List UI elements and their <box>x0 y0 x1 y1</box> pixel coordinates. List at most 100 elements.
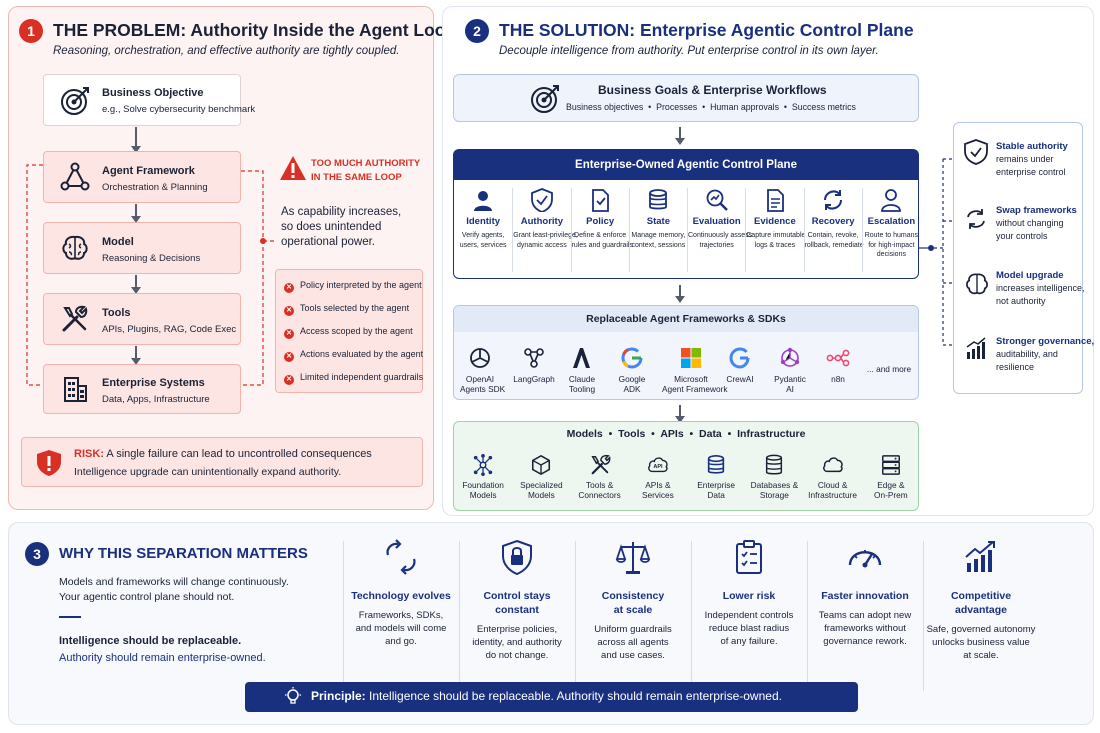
why-column-title-line2: constant <box>495 604 539 616</box>
framework-name-line2: AI <box>786 384 794 394</box>
why-desc-line: identity, and authority <box>472 637 562 648</box>
solution-title-prefix: THE SOLUTION: <box>499 20 636 40</box>
control-cell-desc: context, sessions <box>631 241 686 249</box>
goals-item: Human approvals <box>710 102 780 112</box>
why-desc-line: Uniform guardrails <box>594 624 672 635</box>
list-item: ✕Tools selected by the agent <box>284 303 409 316</box>
lightbulb-icon <box>285 687 301 704</box>
box-subtitle: APIs, Plugins, RAG, Code Exec <box>102 324 237 335</box>
framework-name: LangGraph <box>513 374 555 384</box>
control-cell-desc: users, services <box>459 241 507 249</box>
list-item: ✕Policy interpreted by the agent <box>284 280 422 293</box>
warning-title-line: IN THE SAME LOOP <box>311 172 402 183</box>
shield-alert-icon <box>37 450 61 476</box>
column-separator <box>807 541 808 691</box>
why-column-title: Faster innovation <box>821 590 909 602</box>
infrastructure-name-line2: Models <box>528 490 555 500</box>
cycle-icon <box>386 539 416 575</box>
why-column-title: Competitive <box>950 590 1012 602</box>
goals-item: Business objectives <box>566 102 644 112</box>
solution-subtitle: Decouple intelligence from authority. Pu… <box>499 45 879 57</box>
hub-icon <box>473 454 493 476</box>
brain-icon <box>966 273 988 295</box>
infra-title-part: Infrastructure <box>737 428 806 440</box>
infrastructure-item: Tools &Connectors <box>571 454 629 500</box>
control-cell-desc: Continuously assess <box>688 232 753 239</box>
control-cell-title: Evaluation <box>692 216 741 227</box>
crewai-logo-icon <box>729 347 750 369</box>
risk-sub: Intelligence upgrade can unintentionally… <box>74 466 342 478</box>
why-desc-line: of any failure. <box>720 636 778 647</box>
goals-title: Business Goals & Enterprise Workflows <box>598 83 827 97</box>
x-icon: ✕ <box>284 306 294 316</box>
risk-text: A single failure can lead to uncontrolle… <box>106 448 372 460</box>
flow-arrow <box>675 285 685 303</box>
why-emph-2: Authority should remain enterprise-owned… <box>59 652 266 664</box>
framework-name: n8n <box>831 374 845 384</box>
goals-item: Processes <box>656 102 698 112</box>
warning-text-line: so does unintended <box>281 221 382 233</box>
column-separator <box>343 541 344 691</box>
why-desc-line: across all agents <box>597 637 669 648</box>
solution-panel: 2 THE SOLUTION: Enterprise Agentic Contr… <box>442 6 1094 516</box>
warning-triangle-icon <box>280 156 306 180</box>
magnifier-chart-icon <box>706 189 728 211</box>
control-cell-desc: Verify agents, <box>461 232 505 239</box>
control-cell-desc: for high-impact <box>868 241 915 249</box>
problem-title-prefix: THE PROBLEM: <box>53 20 187 40</box>
warning-text-line: As capability increases, <box>281 206 402 218</box>
why-desc-line: Frameworks, SDKs, <box>358 610 444 621</box>
langgraph-logo-icon <box>524 348 544 368</box>
infrastructure-name-line2: Storage <box>759 490 789 500</box>
swap-icon <box>967 209 985 229</box>
infrastructure-item: Databases &Storage <box>745 454 803 500</box>
target-icon <box>531 85 559 113</box>
building-icon <box>64 377 87 402</box>
benefit-text: resilience <box>996 362 1035 372</box>
speedometer-icon <box>848 550 882 568</box>
infrastructure-name: Foundation <box>462 480 504 490</box>
infrastructure-name: Tools & <box>586 480 614 490</box>
problem-subtitle: Reasoning, orchestration, and effective … <box>53 45 400 57</box>
openai-logo-icon <box>470 348 490 368</box>
issue-text: Actions evaluated by the agent <box>300 349 424 359</box>
scales-icon <box>615 542 651 574</box>
framework-name: Microsoft <box>674 374 708 384</box>
infrastructure-item: Cloud &Infrastructure <box>804 454 862 500</box>
policy-doc-icon <box>592 189 610 212</box>
goals-item: Success metrics <box>791 102 856 112</box>
why-text-line: Models and frameworks will change contin… <box>59 576 289 588</box>
benefit-text: without changing <box>996 218 1064 228</box>
control-cell-desc: Define & enforce <box>574 232 627 239</box>
infra-title-part: APIs <box>660 428 684 440</box>
framework-more: ... and more <box>866 364 912 374</box>
n8n-logo-icon <box>826 349 850 367</box>
warning-text: As capability increases, so does uninten… <box>281 205 401 250</box>
box-subtitle: Reasoning & Decisions <box>102 253 201 264</box>
why-title: WHY THIS SEPARATION MATTERS <box>59 545 308 562</box>
control-cell-desc: Capture immutable <box>746 232 806 239</box>
benefit-title: Stronger governance, <box>996 336 1095 347</box>
business-goals-box: Business Goals & Enterprise Workflows Bu… <box>453 74 919 122</box>
control-cell-desc: rollback, remediate <box>804 241 864 249</box>
framework-item: ... and more <box>864 364 914 374</box>
infrastructure-name-line2: Connectors <box>578 490 621 500</box>
anthropic-logo-icon <box>573 348 590 368</box>
goals-items: Business objectives • Processes • Human … <box>566 102 856 112</box>
control-cell-title: Authority <box>520 216 563 227</box>
refresh-icon <box>824 190 843 210</box>
